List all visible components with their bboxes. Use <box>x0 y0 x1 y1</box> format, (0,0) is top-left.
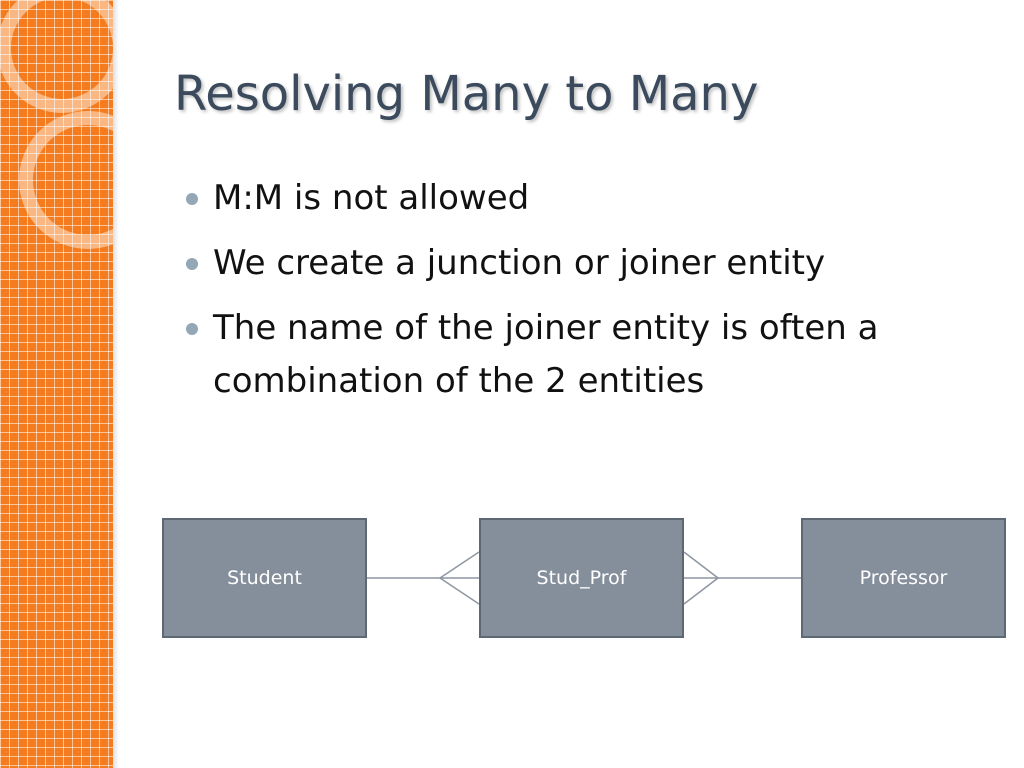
bullet-text: We create a junction or joiner entity <box>213 243 826 283</box>
entity-professor: Professor <box>801 518 1006 638</box>
slide-title: Resolving Many to Many <box>174 66 759 122</box>
bullet-item: We create a junction or joiner entity <box>186 237 956 290</box>
bullet-text: The name of the joiner entity is often a… <box>213 308 879 401</box>
band-shadow <box>113 0 119 768</box>
bullet-item: M:M is not allowed <box>186 172 956 225</box>
entity-student: Student <box>162 518 367 638</box>
bullet-list: M:M is not allowed We create a junction … <box>186 172 956 420</box>
studprof-professor-connector <box>683 551 801 605</box>
entity-stud-prof: Stud_Prof <box>479 518 684 638</box>
bullet-dot-icon <box>186 323 198 335</box>
bullet-dot-icon <box>186 258 198 270</box>
entity-label: Professor <box>859 567 948 589</box>
bullet-text: M:M is not allowed <box>213 178 530 218</box>
decorative-circles <box>0 0 113 249</box>
decorative-grid-band <box>0 0 113 768</box>
entity-label: Stud_Prof <box>536 567 627 589</box>
bullet-item: The name of the joiner entity is often a… <box>186 302 956 408</box>
student-studprof-connector <box>367 551 480 605</box>
bullet-dot-icon <box>186 193 198 205</box>
entity-label: Student <box>227 567 302 589</box>
